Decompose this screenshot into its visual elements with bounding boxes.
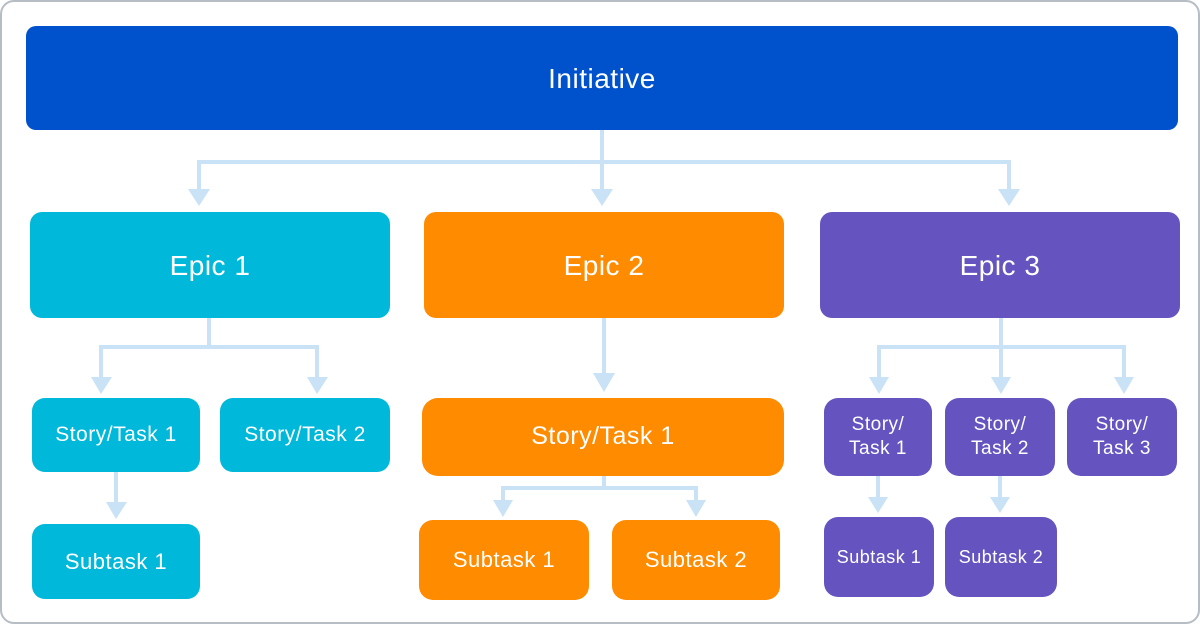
connector-epic2-story-to-subtasks <box>493 476 706 517</box>
node-epic2-story-task-1: Story/Task 1 <box>422 398 784 476</box>
connector-epic3-stories-to-subtasks <box>868 476 1010 513</box>
node-epic3-subtask-2: Subtask 2 <box>945 517 1057 597</box>
node-epic-2: Epic 2 <box>424 212 784 318</box>
node-epic-3-label: Epic 3 <box>959 249 1041 281</box>
node-epic1-subtask-1: Subtask 1 <box>32 524 200 599</box>
node-initiative: Initiative <box>26 26 1178 130</box>
node-epic2-subtask-2-label: Subtask 2 <box>644 547 748 573</box>
node-epic3-story-task-2-label: Story/ Task 2 <box>971 414 1029 459</box>
node-epic3-story-task-1: Story/ Task 1 <box>824 398 932 476</box>
connector-epic2-to-story <box>593 318 615 392</box>
node-epic1-story-task-1: Story/Task 1 <box>32 398 200 472</box>
node-epic-3: Epic 3 <box>820 212 1180 318</box>
connector-epic1-story1-to-subtask1 <box>106 472 127 519</box>
connector-epic1-to-stories <box>91 318 328 394</box>
node-epic1-story-task-2: Story/Task 2 <box>220 398 390 472</box>
node-epic2-subtask-1: Subtask 1 <box>419 520 589 600</box>
node-epic1-story-task-1-label: Story/Task 1 <box>55 422 177 446</box>
node-epic3-subtask-2-label: Subtask 2 <box>958 546 1044 567</box>
node-epic3-story-task-3-label: Story/ Task 3 <box>1093 414 1151 459</box>
node-epic3-subtask-1: Subtask 1 <box>824 517 934 597</box>
node-epic2-subtask-2: Subtask 2 <box>612 520 780 600</box>
node-epic3-subtask-1-label: Subtask 1 <box>836 546 922 567</box>
node-epic3-story-task-1-label: Story/ Task 1 <box>849 414 907 459</box>
node-epic3-story-task-2: Story/ Task 2 <box>945 398 1055 476</box>
node-epic-1-label: Epic 1 <box>169 249 251 281</box>
node-epic2-story-task-1-label: Story/Task 1 <box>531 422 675 451</box>
node-epic-2-label: Epic 2 <box>563 249 645 281</box>
node-epic-1: Epic 1 <box>30 212 390 318</box>
node-epic1-story-task-2-label: Story/Task 2 <box>244 422 366 446</box>
connector-initiative-to-epics <box>188 130 1020 206</box>
node-epic1-subtask-1-label: Subtask 1 <box>64 548 168 574</box>
node-epic2-subtask-1-label: Subtask 1 <box>452 547 556 573</box>
connector-epic3-to-stories <box>869 318 1134 394</box>
node-epic3-story-task-3: Story/ Task 3 <box>1067 398 1177 476</box>
node-initiative-label: Initiative <box>548 62 656 94</box>
